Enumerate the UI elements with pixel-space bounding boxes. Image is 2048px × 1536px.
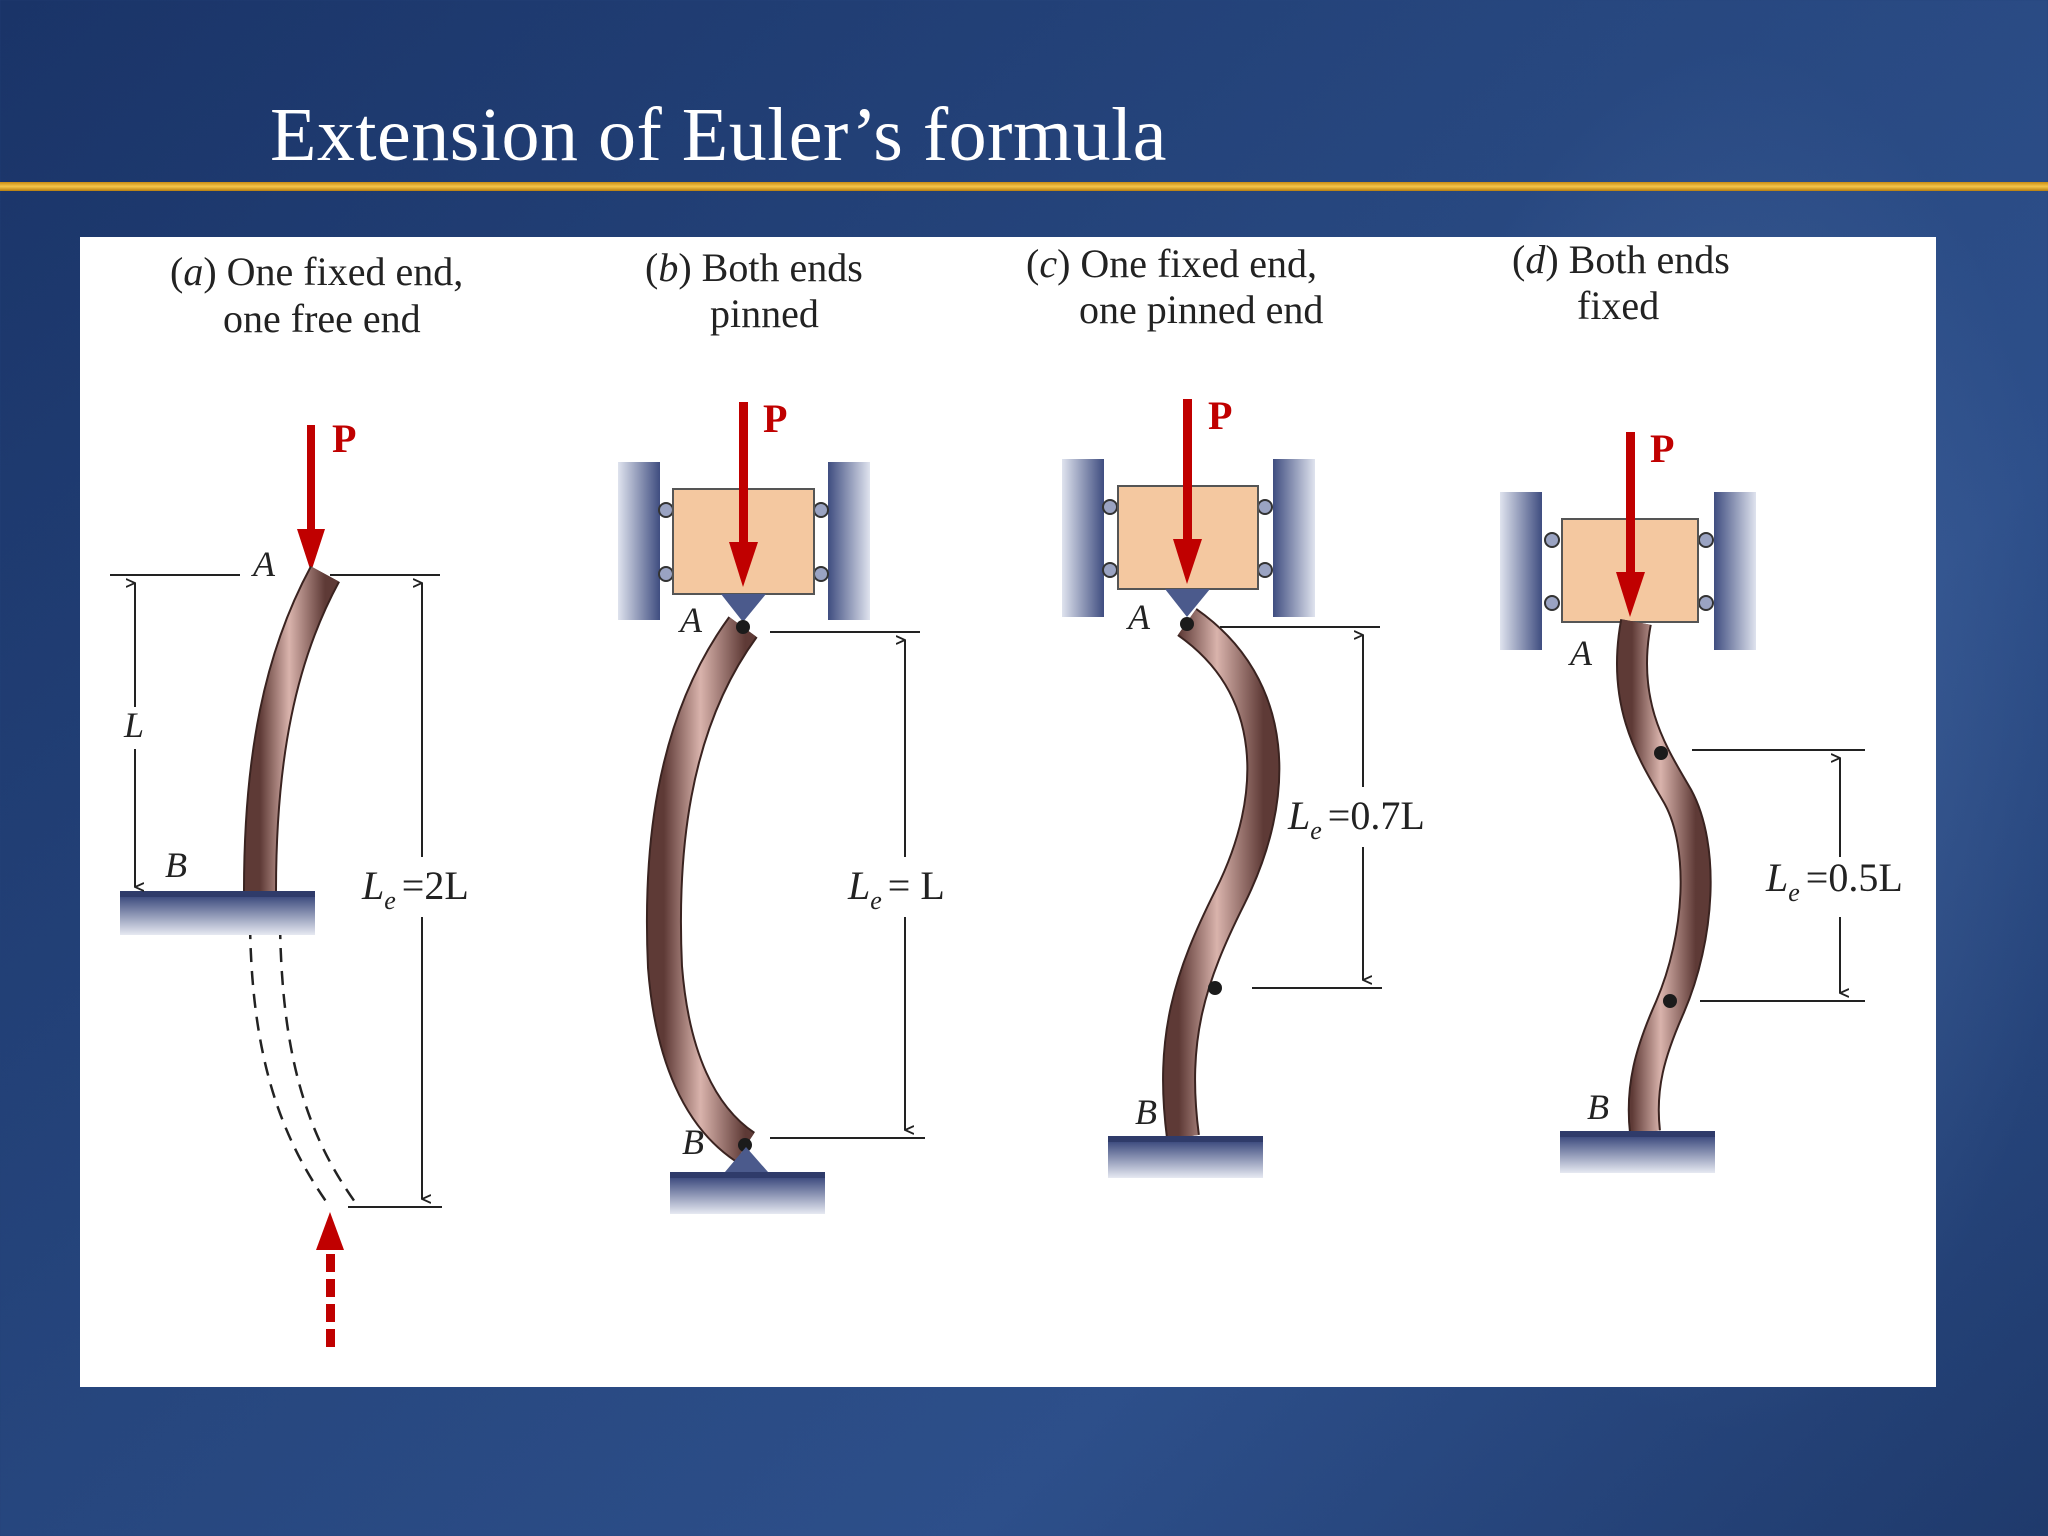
- load-label-a: P: [332, 416, 356, 461]
- caption-d-line1: (d) Both ends: [1512, 237, 1730, 282]
- base-a-top: [120, 891, 315, 897]
- caption-b-line2: pinned: [710, 291, 819, 336]
- inflection-point-d-lower: [1663, 994, 1677, 1008]
- figure-panel: (a) One fixed end, one free end P A B: [80, 237, 1936, 1387]
- column-b: [647, 617, 756, 1161]
- dimension-label-L: L: [123, 705, 144, 745]
- load-arrow-c: [1183, 399, 1192, 549]
- mirror-column-left-edge: [248, 924, 332, 1208]
- title-underline: [0, 182, 2048, 191]
- point-label-d-bottom: B: [1587, 1087, 1609, 1127]
- fixed-base-d: [1560, 1137, 1715, 1173]
- column-diagram: (a) One fixed end, one free end P A B: [110, 237, 1935, 1347]
- point-label-d-top: A: [1568, 633, 1593, 673]
- fixed-base-a: [120, 897, 315, 935]
- point-label-a-bottom: B: [165, 845, 187, 885]
- effective-length-d: Le=0.5L: [1765, 855, 1903, 907]
- load-arrow-a: [297, 425, 325, 572]
- base-b: [670, 1178, 825, 1214]
- pin-support-b-bottom: [725, 1147, 768, 1172]
- caption-a-line2: one free end: [223, 296, 421, 341]
- guide-wall-c-right: [1273, 459, 1315, 617]
- reaction-arrow-a: [316, 1212, 344, 1347]
- point-label-c-top: A: [1126, 597, 1151, 637]
- guide-wall-b-left: [618, 462, 660, 620]
- effective-length-a: Le=2L: [361, 863, 469, 915]
- pin-support-c-top: [1165, 589, 1210, 617]
- inflection-point-d-upper: [1654, 746, 1668, 760]
- point-label-c-bottom: B: [1135, 1092, 1157, 1132]
- point-label-b-bottom: B: [682, 1122, 704, 1162]
- point-label-a-top: A: [251, 544, 276, 584]
- column-a: [245, 566, 339, 892]
- caption-a-line1: (a) One fixed end,: [170, 249, 463, 294]
- load-label-b: P: [763, 396, 787, 441]
- mirror-column-right-edge: [278, 924, 357, 1203]
- case-d: (d) Both ends fixed P A B Le=0.5L: [1500, 237, 1935, 1173]
- load-label-d: P: [1650, 426, 1674, 471]
- column-c: [1164, 609, 1279, 1139]
- guide-wall-c-left: [1062, 459, 1104, 617]
- slide-title: Extension of Euler’s formula: [270, 93, 1167, 177]
- point-label-b-top: A: [678, 600, 703, 640]
- caption-c-line2: one pinned end: [1079, 287, 1323, 332]
- guide-wall-d-right: [1714, 492, 1756, 650]
- guide-wall-b-right: [828, 462, 870, 620]
- pin-support-b-top: [721, 594, 766, 622]
- effective-length-b: Le= L: [847, 863, 945, 915]
- effective-length-c: Le=0.7L: [1287, 793, 1425, 845]
- inflection-point-c: [1208, 981, 1222, 995]
- fixed-base-c: [1108, 1142, 1263, 1178]
- case-c: (c) One fixed end, one pinned end P A B …: [1026, 241, 1455, 1178]
- caption-d-line2: fixed: [1577, 283, 1659, 328]
- load-label-c: P: [1208, 393, 1232, 438]
- caption-c-line1: (c) One fixed end,: [1026, 241, 1317, 286]
- load-arrow-b: [739, 402, 748, 552]
- caption-b-line1: (b) Both ends: [645, 245, 863, 290]
- guide-wall-d-left: [1500, 492, 1542, 650]
- column-d: [1618, 619, 1710, 1134]
- case-b: (b) Both ends pinned P A B Le: [618, 245, 975, 1214]
- load-arrow-d: [1626, 432, 1635, 582]
- case-a: (a) One fixed end, one free end P A B: [110, 249, 500, 1347]
